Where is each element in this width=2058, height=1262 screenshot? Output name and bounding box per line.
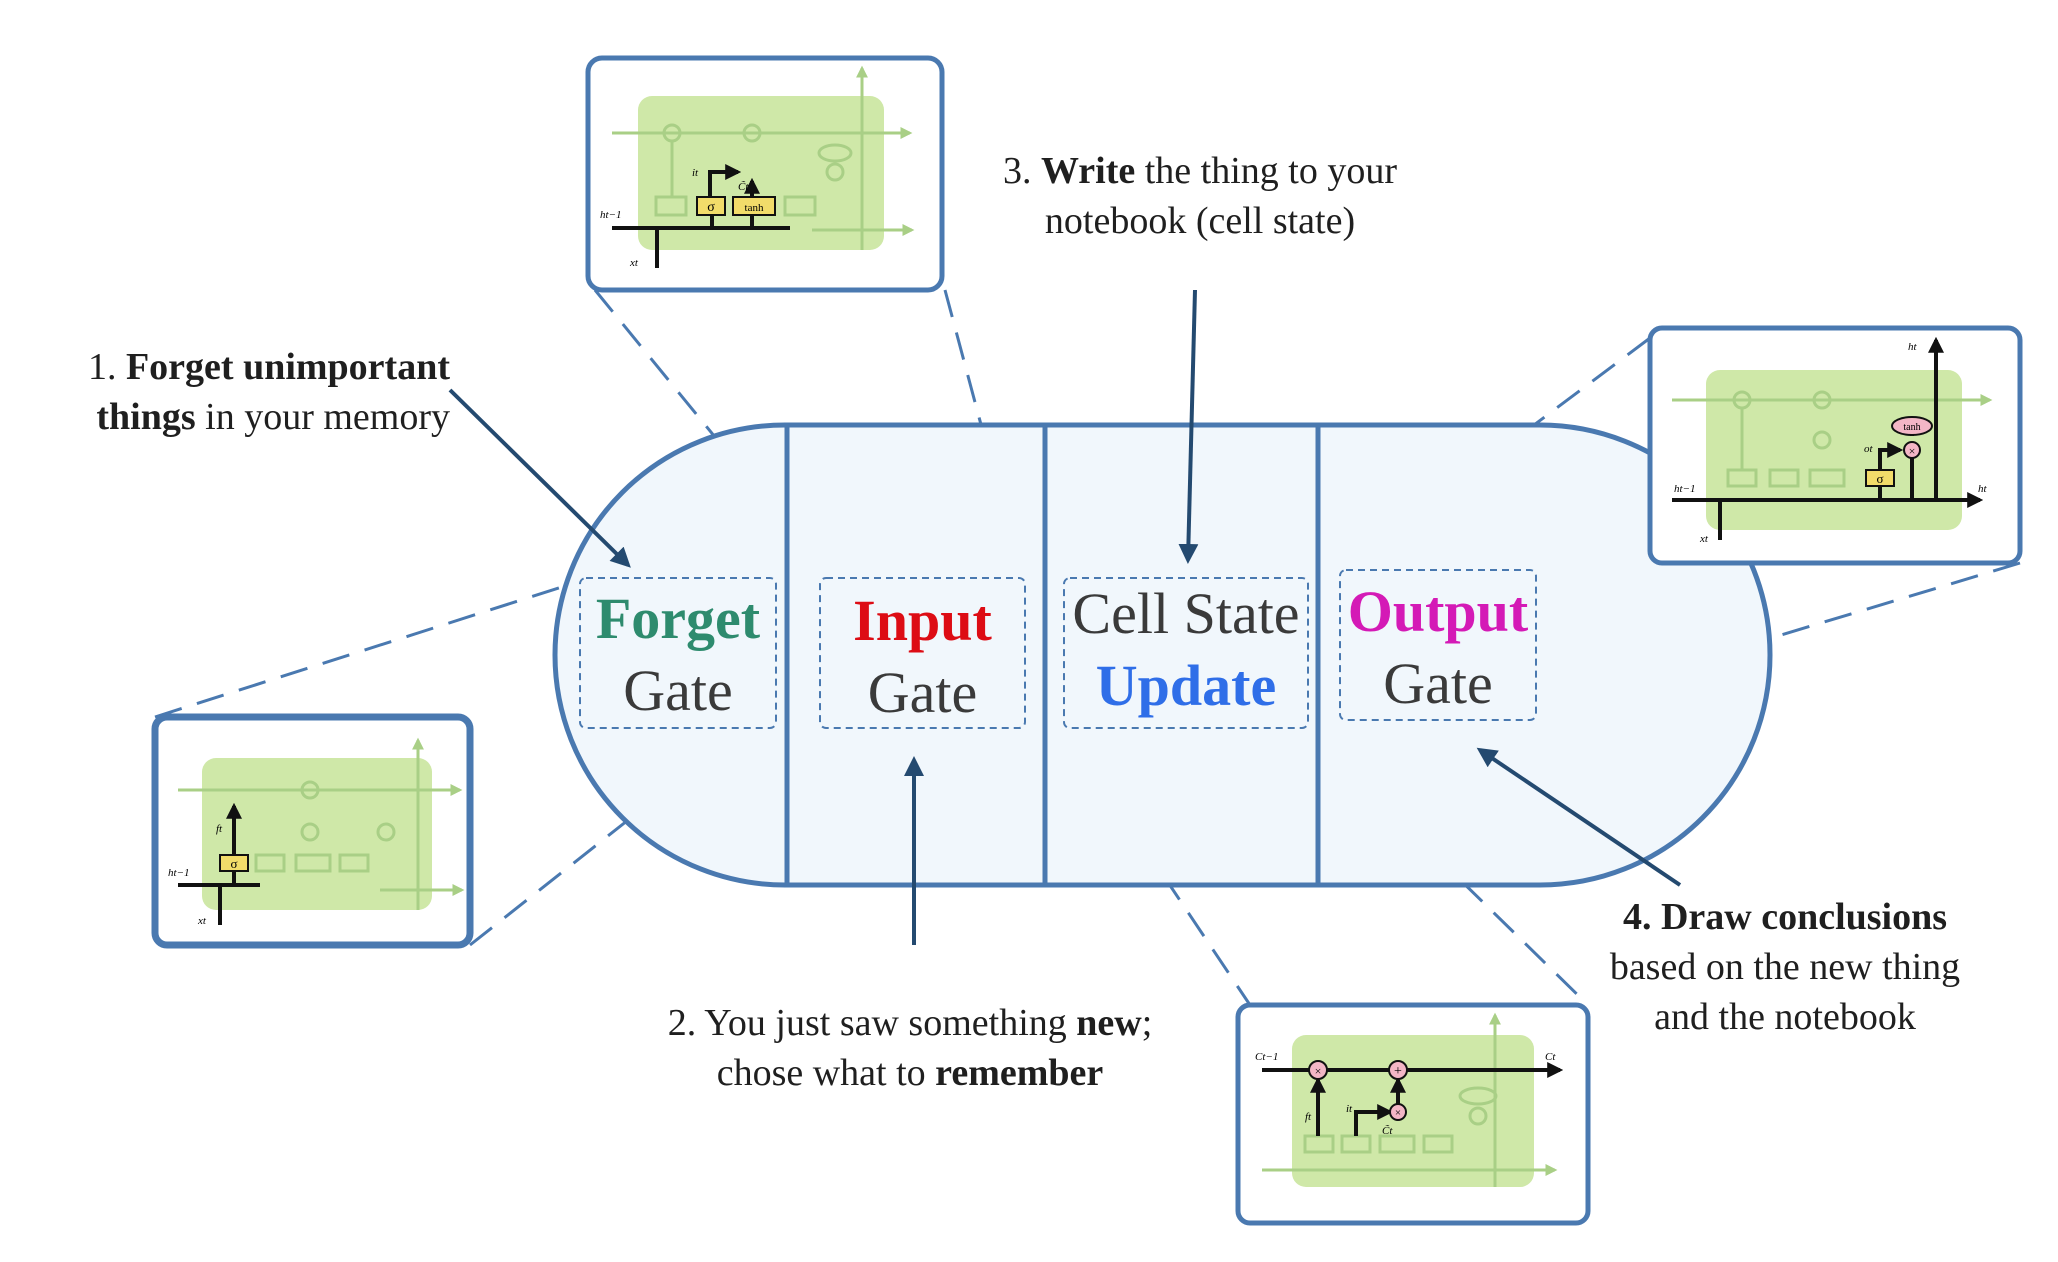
lstm-capsule [552,422,1773,888]
output-gate-title: Output [1347,579,1529,644]
annotation-cell-rest: the thing to your [1135,150,1398,192]
svg-text:σ: σ [230,856,237,871]
annotation-cell-bold: Write [1040,150,1136,192]
svg-text:C̃t: C̃t [1382,1124,1393,1137]
svg-text:tanh: tanh [1903,422,1920,433]
svg-text:ht: ht [1978,483,1988,495]
svg-text:+: + [1394,1064,1402,1079]
input-gate-box [819,577,1026,729]
svg-text:C̃t: C̃t [738,180,749,193]
annotation-input-bold-1: new [1076,1002,1142,1044]
thumb-output-gate: σ × tanh ht−1 xt ot ht ht [1647,325,2023,566]
svg-text:tanh: tanh [745,202,764,214]
annotation-cell-line-2: notebook (cell state) [1044,200,1356,242]
svg-text:Ct: Ct [1545,1051,1556,1063]
svg-text:×: × [1315,1064,1322,1078]
svg-text:σ: σ [1876,471,1883,486]
arrow-cell [1178,289,1199,564]
annotation-input-bold-2: remember [935,1052,1104,1094]
svg-text:ot: ot [1864,443,1874,455]
annotation-cell-num: 3. [1002,150,1041,192]
forget-gate-box [579,577,777,729]
arrow-forget [448,388,631,568]
svg-text:σ: σ [707,200,715,215]
output-gate-subtitle: Gate [1383,651,1493,716]
forget-gate-subtitle: Gate [623,658,733,723]
annotation-forget-rest: in your memory [195,396,450,438]
annotation-arrows [448,289,1682,945]
cell-update-subtitle: Update [1095,653,1277,718]
cell-update-title: Cell State [1072,581,1300,646]
annotation-forget: 1. Forget unimportant things in your mem… [30,342,450,442]
input-gate-title: Input [853,588,992,653]
svg-text:xt: xt [1699,533,1709,545]
annotation-cell: 3. Write the thing to your notebook (cel… [930,146,1470,246]
annotation-output: 4. Draw conclusions based on the new thi… [1560,892,2010,1042]
annotation-input-pre-2: chose what to [716,1052,936,1094]
annotation-output-line-3: and the notebook [1654,996,1916,1038]
forget-gate-label: Forget Gate [580,583,776,727]
zoom-line-forget-top [154,576,591,719]
forget-gate-title: Forget [595,586,761,651]
annotation-output-bold: 4. Draw conclusions [1622,896,1948,938]
svg-text:×: × [1395,1107,1401,1119]
output-gate-label: Output Gate [1330,576,1546,720]
cell-update-label: Cell State Update [1054,578,1318,722]
svg-text:ht: ht [1908,341,1918,353]
svg-text:it: it [1346,1103,1353,1115]
annotation-input-pre: 2. You just saw something [667,1002,1077,1044]
svg-text:xt: xt [629,257,639,269]
svg-text:it: it [692,167,699,179]
svg-text:Ct−1: Ct−1 [1255,1051,1278,1063]
svg-text:ht−1: ht−1 [1674,483,1695,495]
input-gate-subtitle: Gate [867,660,978,725]
arrow-output [1476,747,1682,887]
svg-text:ft: ft [1305,1111,1312,1123]
annotation-forget-bold-1: Forget unimportant [125,346,450,388]
svg-text:xt: xt [197,915,207,927]
cell-update-box [1063,577,1309,729]
output-gate-box [1339,569,1537,721]
annotation-input: 2. You just saw something new; chose wha… [560,998,1260,1098]
annotation-input-post: ; [1141,1002,1153,1044]
gate-boxes [579,569,1537,729]
annotation-forget-bold-2: things [96,396,196,438]
svg-text:ft: ft [216,823,223,835]
svg-text:×: × [1909,444,1916,458]
annotation-forget-num: 1. [87,346,126,388]
input-gate-label: Input Gate [820,585,1025,729]
thumb-input-gate: σ tanh ht−1 xt it C̃t [585,55,945,293]
svg-text:ht−1: ht−1 [600,209,621,221]
svg-text:ht−1: ht−1 [168,867,189,879]
thumb-cell-state: × + × Ct−1 Ct ft it C̃t [1235,1002,1591,1226]
annotation-output-line-2: based on the new thing [1609,946,1961,988]
thumb-forget-gate: σ ht−1 xt ft [151,713,474,949]
